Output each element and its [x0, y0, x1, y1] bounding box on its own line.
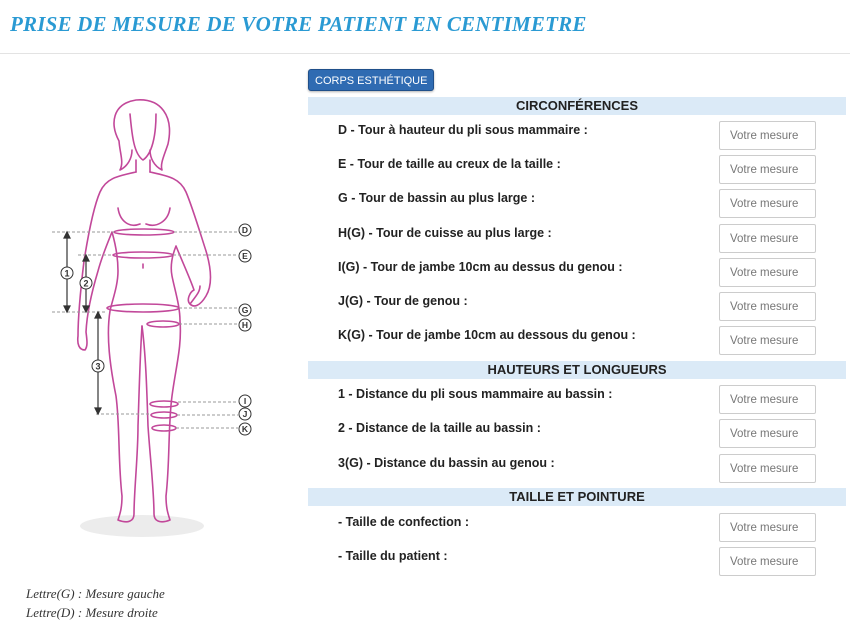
body-measurement-figure: 1 2 3 D E G H I J K: [52, 99, 252, 537]
label-distance-bassin-genou: 3(G) - Distance du bassin au genou :: [338, 456, 555, 470]
label-tour-de-genou: J(G) - Tour de genou :: [338, 294, 468, 308]
marker-g: G: [242, 305, 249, 315]
label-tour-pli-sous-mammaire: D - Tour à hauteur du pli sous mammaire …: [338, 123, 588, 137]
marker-1: 1: [64, 269, 69, 279]
section-header-hauteurs-longueurs: HAUTEURS ET LONGUEURS: [308, 361, 846, 379]
input-tour-de-bassin[interactable]: [719, 189, 816, 218]
marker-h: H: [242, 320, 248, 330]
title-divider: [0, 53, 850, 54]
marker-i: I: [244, 396, 246, 406]
input-distance-bassin-genou[interactable]: [719, 454, 816, 483]
marker-circle-d: [238, 223, 252, 237]
label-taille-du-patient: - Taille du patient :: [338, 549, 448, 563]
corps-esthetique-button[interactable]: CORPS ESTHÉTIQUE: [308, 69, 435, 91]
label-distance-taille-bassin: 2 - Distance de la taille au bassin :: [338, 421, 541, 435]
marker-j: J: [243, 409, 248, 419]
marker-circle-i: [238, 394, 252, 408]
input-tour-de-cuisse[interactable]: [719, 224, 816, 253]
label-taille-de-confection: - Taille de confection :: [338, 515, 470, 529]
legend-left-measure: Lettre(G) : Mesure gauche: [26, 586, 165, 601]
input-tour-jambe-dessous-genou[interactable]: [719, 326, 816, 355]
label-tour-jambe-dessous-genou: K(G) - Tour de jambe 10cm au dessous du …: [338, 328, 636, 342]
marker-d: D: [242, 225, 248, 235]
input-distance-pli-bassin[interactable]: [719, 385, 816, 414]
marker-3: 3: [95, 362, 100, 372]
marker-circle-k: [238, 422, 252, 436]
section-header-circonferences: CIRCONFÉRENCES: [308, 97, 846, 115]
marker-circle-j: [238, 407, 252, 421]
input-taille-du-patient[interactable]: [719, 547, 816, 576]
marker-e: E: [242, 251, 248, 261]
marker-circle-1: [60, 266, 74, 280]
input-tour-jambe-dessus-genou[interactable]: [719, 258, 816, 287]
page-title: PRISE DE MESURE DE VOTRE PATIENT EN CENT…: [10, 12, 587, 36]
marker-circle-h: [238, 318, 252, 332]
input-tour-de-taille[interactable]: [719, 155, 816, 184]
figure-shadow: [80, 515, 204, 537]
input-taille-de-confection[interactable]: [719, 513, 816, 542]
marker-circle-2: [79, 276, 93, 290]
marker-circle-g: [238, 303, 252, 317]
input-tour-pli-sous-mammaire[interactable]: [719, 121, 816, 150]
marker-circle-3: [91, 359, 105, 373]
section-header-taille-pointure: TAILLE ET POINTURE: [308, 488, 846, 506]
label-tour-de-cuisse: H(G) - Tour de cuisse au plus large :: [338, 226, 552, 240]
label-tour-jambe-dessus-genou: I(G) - Tour de jambe 10cm au dessus du g…: [338, 260, 623, 274]
label-distance-pli-bassin: 1 - Distance du pli sous mammaire au bas…: [338, 387, 613, 401]
marker-k: K: [242, 424, 249, 434]
marker-2: 2: [83, 279, 88, 289]
label-tour-de-taille: E - Tour de taille au creux de la taille…: [338, 157, 561, 171]
marker-circle-e: [238, 249, 252, 263]
legend-right-measure: Lettre(D) : Mesure droite: [26, 605, 158, 620]
input-distance-taille-bassin[interactable]: [719, 419, 816, 448]
input-tour-de-genou[interactable]: [719, 292, 816, 321]
label-tour-de-bassin: G - Tour de bassin au plus large :: [338, 191, 536, 205]
